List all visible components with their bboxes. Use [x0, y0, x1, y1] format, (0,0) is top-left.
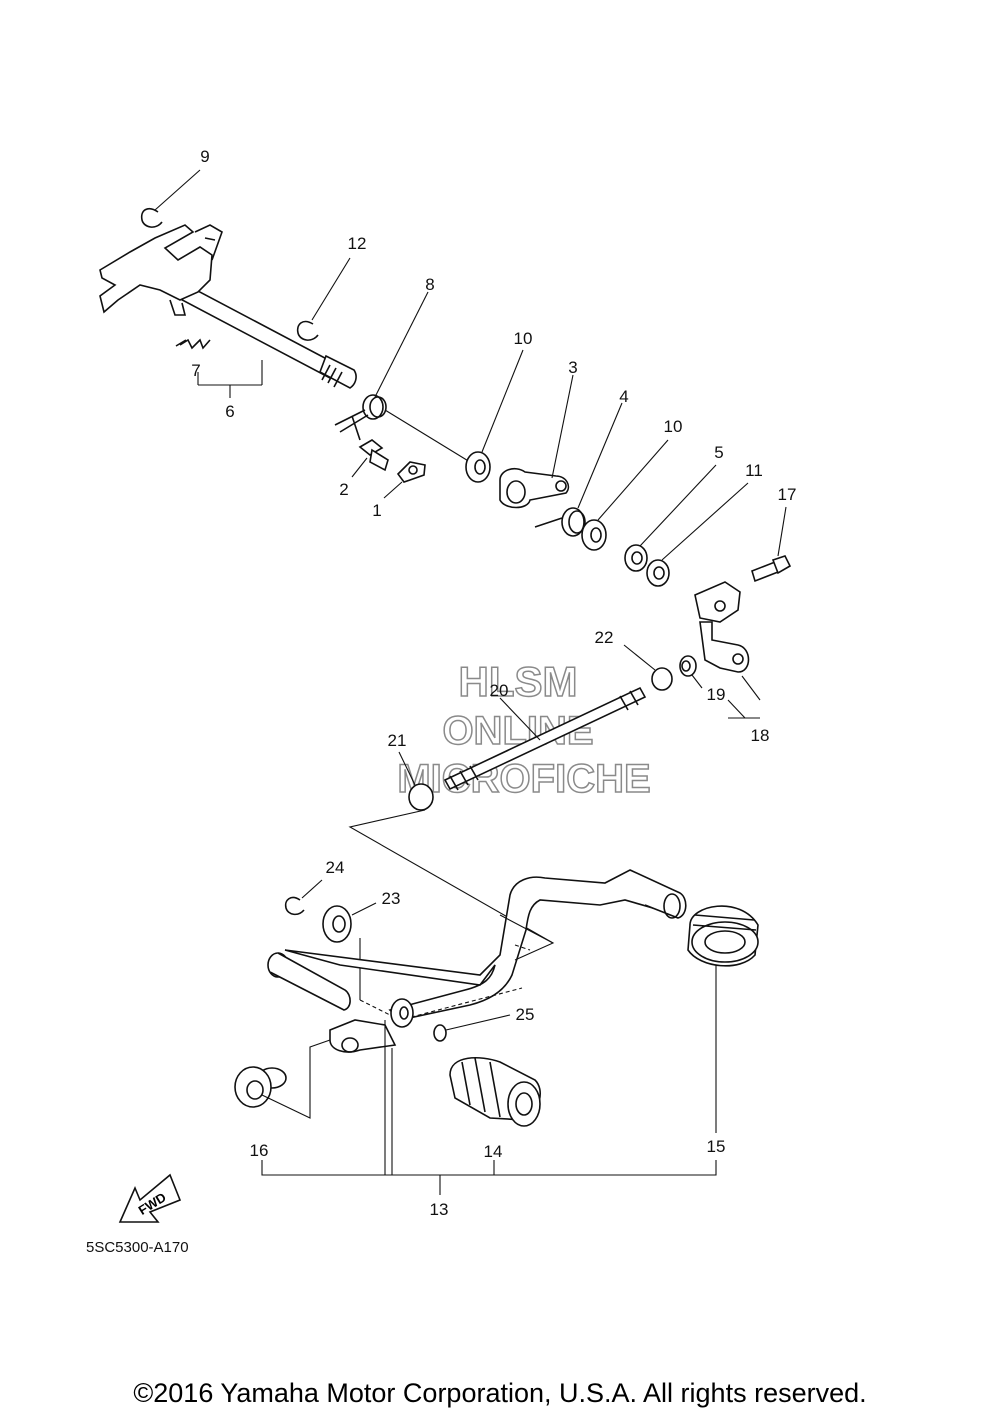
- part-4-spring: [534, 507, 586, 537]
- part-12-circlip: [296, 320, 319, 341]
- callout-19: 19: [707, 685, 726, 704]
- part-18-shift-arm: [694, 581, 750, 673]
- callout-15: 15: [707, 1137, 726, 1156]
- leader-11: [661, 482, 749, 561]
- callout-20: 20: [490, 681, 509, 700]
- part-5-collar: [624, 544, 648, 572]
- leader-9: [154, 169, 201, 211]
- callout-2: 2: [339, 480, 348, 499]
- callout-7: 7: [191, 361, 200, 380]
- callout-18: 18: [751, 726, 770, 745]
- fwd-arrow-icon: FWD: [118, 1173, 182, 1223]
- callout-24: 24: [326, 858, 345, 877]
- part-14-pedal-rubber: [449, 1057, 541, 1127]
- diagram-code: 5SC5300-A170: [86, 1239, 189, 1256]
- bracket-18-left: [727, 699, 746, 719]
- part-20-shift-rod: [443, 686, 647, 791]
- part-24-circlip: [284, 896, 305, 916]
- leader-3: [551, 374, 574, 479]
- leader-23: [351, 902, 377, 916]
- callout-1: 1: [372, 501, 381, 520]
- leader-1: [383, 481, 403, 499]
- callout-17: 17: [778, 485, 797, 504]
- part-9-circlip: [140, 208, 163, 228]
- watermark: HLSM ONLINE MICROFICHE: [397, 657, 652, 802]
- watermark-line1: HLSM: [459, 658, 578, 705]
- leader-10b: [597, 439, 669, 521]
- part-3-shift-arm: [499, 468, 570, 509]
- part-11-washer: [646, 559, 670, 587]
- part-25-washer: [390, 998, 447, 1042]
- leader-25: [445, 1014, 511, 1031]
- callout-25: 25: [516, 1005, 535, 1024]
- leader-5: [639, 464, 717, 547]
- leader-22: [623, 644, 656, 671]
- leader-19: [691, 674, 703, 689]
- callout-10b: 10: [664, 417, 683, 436]
- watermark-line3: MICROFICHE: [397, 757, 650, 801]
- callout-8: 8: [425, 275, 434, 294]
- guide-rod-to-lever: [348, 809, 554, 944]
- bracket-13: [261, 1160, 717, 1176]
- callout-6: 6: [225, 402, 234, 421]
- callout-23: 23: [382, 889, 401, 908]
- leader-10a: [481, 349, 524, 453]
- callout-11: 11: [745, 461, 763, 480]
- callout-12: 12: [348, 234, 367, 253]
- leader-2: [351, 457, 368, 478]
- leader-20: [499, 697, 541, 741]
- part-1-lever: [396, 461, 426, 483]
- callout-3: 3: [568, 358, 577, 377]
- part-13-shift-lever: [267, 869, 687, 1053]
- part-22-nut: [651, 667, 673, 691]
- part-19-ball-joint: [679, 655, 697, 677]
- part-17-bolt: [751, 555, 792, 583]
- copyright-notice: ©2016 Yamaha Motor Corporation, U.S.A. A…: [133, 1378, 867, 1408]
- part-6-shift-shaft: [99, 224, 357, 389]
- leader-17: [777, 506, 787, 557]
- part-2-bolt: [358, 439, 389, 472]
- callout-5: 5: [714, 443, 723, 462]
- callout-10a: 10: [514, 329, 533, 348]
- part-16-bushing: [234, 1066, 287, 1108]
- callout-22: 22: [595, 628, 614, 647]
- callout-14: 14: [484, 1142, 503, 1161]
- part-7-spring: [175, 338, 211, 350]
- leader-16: [261, 1039, 331, 1119]
- part-10-washer-a: [465, 451, 491, 483]
- callout-4: 4: [619, 387, 628, 406]
- part-23-washer: [322, 905, 352, 943]
- callout-21: 21: [388, 731, 407, 750]
- leader-8: [374, 291, 429, 398]
- callout-9: 9: [200, 147, 209, 166]
- bracket-18-right: [741, 675, 761, 701]
- leader-12: [311, 257, 351, 321]
- part-8-spring: [334, 394, 387, 441]
- axis-line-shaft: [384, 409, 471, 463]
- callout-13: 13: [430, 1200, 449, 1219]
- part-10-washer-b: [581, 519, 607, 551]
- callout-16: 16: [250, 1141, 269, 1160]
- leader-24: [301, 879, 323, 899]
- part-15-pedal-rubber: [687, 905, 759, 967]
- leader-21: [398, 751, 416, 786]
- part-21-nut: [408, 783, 434, 811]
- leader-4: [577, 402, 623, 509]
